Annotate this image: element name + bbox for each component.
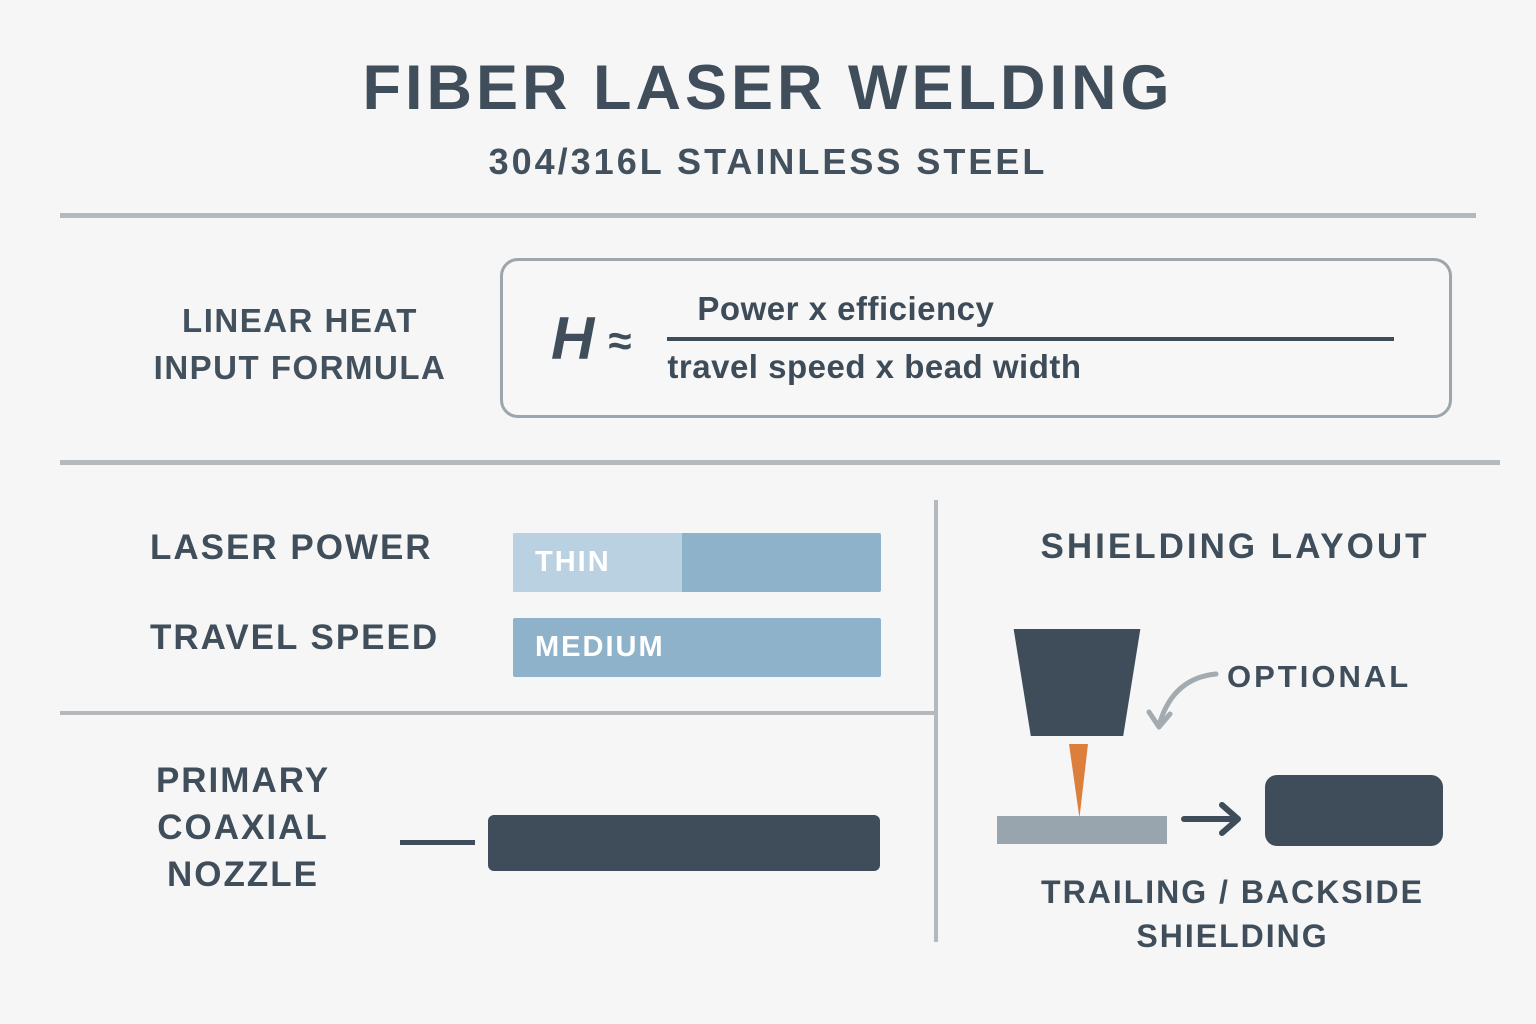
formula-section-label: LINEAR HEAT INPUT FORMULA [100, 297, 500, 391]
approx-symbol: ≈ [608, 317, 632, 364]
laser-power-label: LASER POWER [150, 528, 433, 567]
divider-middle [60, 460, 1500, 465]
optional-label: OPTIONAL [1227, 659, 1412, 694]
laser-power-bar: THIN [513, 533, 881, 592]
coaxial-nozzle-label-line2: COAXIAL [157, 808, 329, 847]
coaxial-nozzle-label-line3: NOZZLE [167, 855, 319, 894]
curved-arrow-icon [1140, 668, 1222, 749]
welding-nozzle-shape [1013, 629, 1141, 736]
fraction-line [667, 337, 1395, 341]
shielding-caption-line1: TRAILING / BACKSIDE [1041, 874, 1424, 910]
formula-box: H ≈ Power x efficiency travel speed x be… [500, 258, 1452, 418]
divider-top [60, 213, 1476, 218]
travel-speed-label: TRAVEL SPEED [150, 618, 440, 657]
page-subtitle: 304/316L STAINLESS STEEL [488, 141, 1048, 182]
formula-label-line1: LINEAR HEAT [182, 302, 418, 339]
formula-label-line2: INPUT FORMULA [153, 349, 447, 386]
shielding-target-shape [1265, 775, 1443, 846]
coaxial-nozzle-shape [488, 815, 880, 871]
formula-fraction: Power x efficiency travel speed x bead w… [667, 290, 1395, 386]
fraction-numerator: Power x efficiency [697, 290, 995, 327]
travel-speed-bar: MEDIUM [513, 618, 881, 677]
laser-beam-shape [1069, 744, 1088, 818]
heat-input-symbol: H [551, 304, 595, 372]
shielding-caption-line2: SHIELDING [1136, 918, 1329, 954]
shielding-caption: TRAILING / BACKSIDE SHIELDING [1010, 870, 1455, 958]
coaxial-nozzle-label: PRIMARY COAXIAL NOZZLE [93, 757, 393, 898]
coaxial-nozzle-label-line1: PRIMARY [155, 761, 331, 800]
travel-speed-bar-value: MEDIUM [535, 631, 665, 663]
shielding-layout-title: SHIELDING LAYOUT [1040, 527, 1430, 566]
workpiece-plate-shape [997, 816, 1167, 844]
laser-power-bar-fill [513, 533, 683, 592]
divider-left-section [60, 711, 936, 715]
laser-power-bar-value: THIN [535, 546, 611, 578]
divider-column-vertical [934, 500, 938, 942]
leader-line [400, 840, 475, 845]
right-arrow-icon [1180, 798, 1248, 845]
fraction-denominator: travel speed x bead width [667, 348, 1082, 385]
page-title: FIBER LASER WELDING [362, 53, 1174, 123]
